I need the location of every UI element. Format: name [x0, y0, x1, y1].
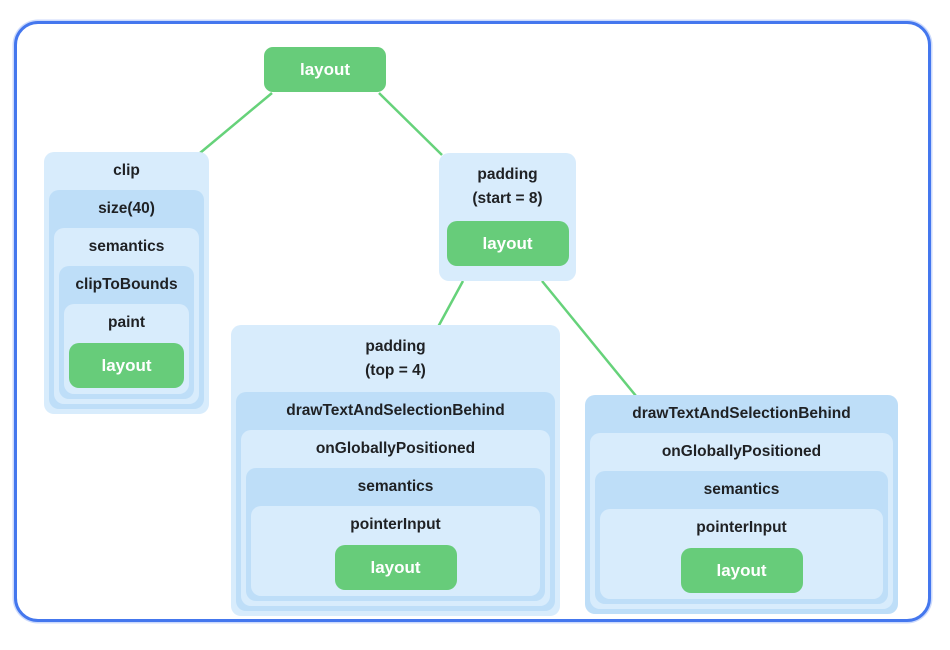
layout-leaf-node: layout [680, 548, 803, 593]
layout-leaf-node: layout [69, 343, 184, 388]
on-globally-positioned-node: onGloballyPositioned semantics pointerIn… [590, 433, 893, 609]
edge-root-to-padding-start [378, 92, 443, 156]
paint-node: paint layout [64, 304, 189, 394]
on-globally-positioned-node: onGloballyPositioned semantics pointerIn… [241, 430, 550, 606]
padding-top-node: padding (top = 4) drawTextAndSelectionBe… [231, 325, 560, 616]
clip-label: clip [113, 162, 140, 179]
edge-root-to-clip [199, 92, 273, 154]
layout-leaf-node: layout [446, 221, 569, 266]
pointer-input-label: pointerInput [696, 519, 787, 536]
semantics-node: semantics pointerInput layout [595, 471, 888, 604]
pointer-input-node: pointerInput layout [600, 509, 883, 599]
draw-text-label: drawTextAndSelectionBehind [632, 405, 851, 422]
draw-text-node: drawTextAndSelectionBehind onGloballyPos… [236, 392, 555, 611]
size-node: size(40) semantics clipToBounds paint la… [49, 190, 204, 409]
edge-padding-start-to-padding-top [436, 280, 465, 328]
draw-text-label: drawTextAndSelectionBehind [286, 402, 505, 419]
paint-label: paint [107, 314, 146, 331]
padding-top-label: padding (top = 4) [236, 325, 555, 392]
semantics-node: semantics pointerInput layout [246, 468, 545, 601]
semantics-label: semantics [357, 478, 434, 495]
padding-top-label-line1: padding [365, 338, 426, 355]
size-label: size(40) [98, 200, 155, 217]
semantics-node: semantics clipToBounds paint layout [54, 228, 199, 404]
draw-text-chain-node: drawTextAndSelectionBehind onGloballyPos… [585, 395, 898, 614]
on-globally-positioned-label: onGloballyPositioned [315, 440, 476, 457]
padding-start-node: padding (start = 8) layout [439, 153, 576, 281]
pointer-input-label: pointerInput [350, 516, 441, 533]
root-layout-node: layout [264, 47, 386, 92]
semantics-label: semantics [88, 238, 165, 255]
semantics-label: semantics [703, 481, 780, 498]
padding-top-label-line2: (top = 4) [365, 362, 426, 379]
clip-to-bounds-label: clipToBounds [75, 276, 178, 293]
on-globally-positioned-label: onGloballyPositioned [661, 443, 822, 460]
edge-padding-start-to-draw [541, 280, 637, 397]
padding-start-label-line1: padding [477, 166, 538, 183]
padding-start-label-line2: (start = 8) [472, 190, 543, 207]
clip-to-bounds-node: clipToBounds paint layout [59, 266, 194, 399]
layout-leaf-node: layout [334, 545, 457, 590]
clip-node: clip size(40) semantics clipToBounds pai… [44, 152, 209, 414]
pointer-input-node: pointerInput layout [251, 506, 540, 596]
padding-start-label: padding (start = 8) [444, 153, 571, 220]
